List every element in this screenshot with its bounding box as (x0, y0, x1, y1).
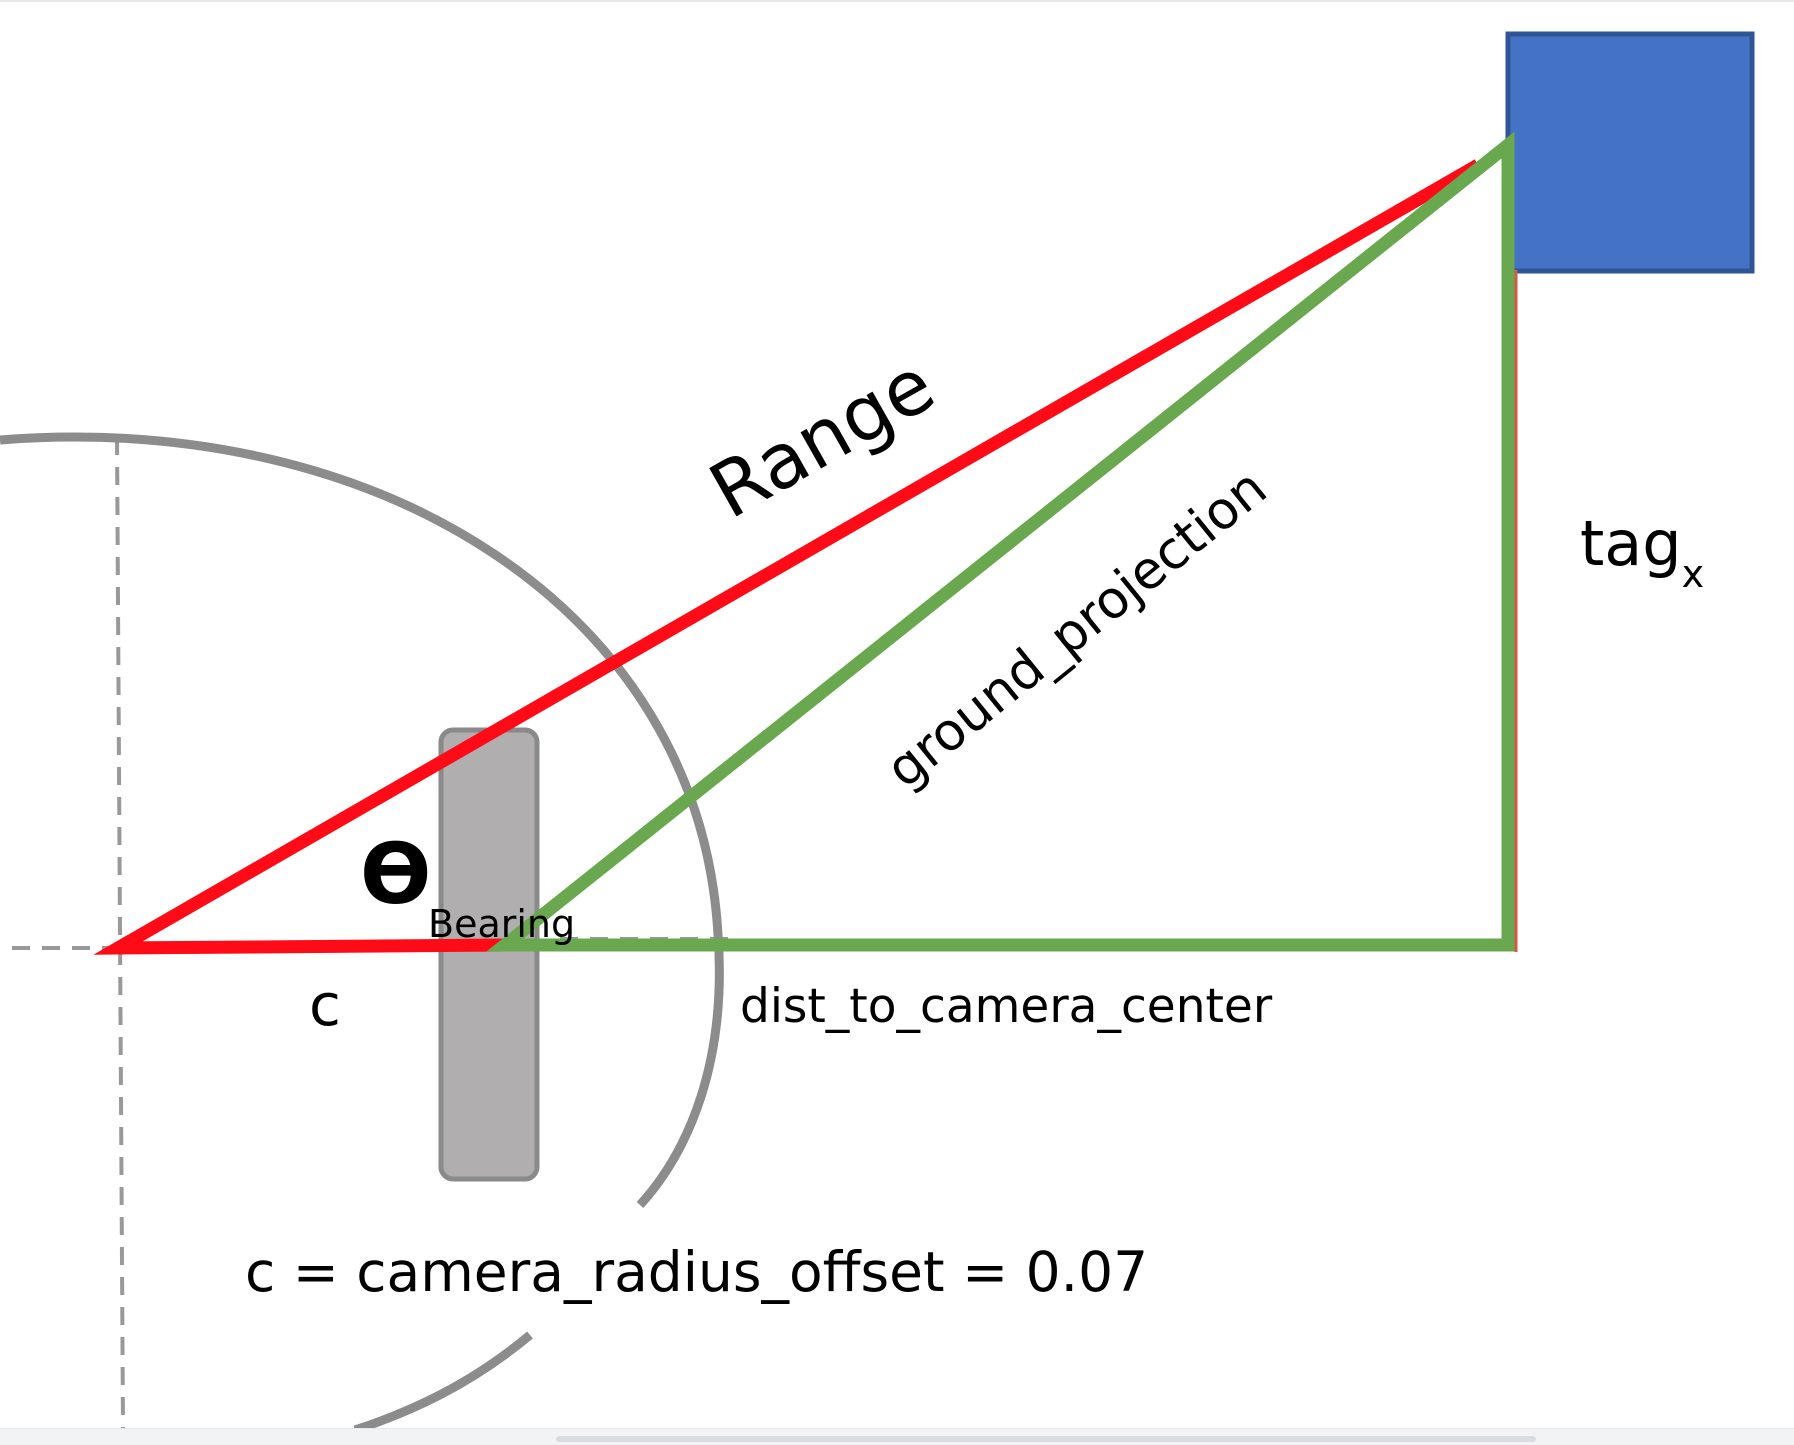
vertical-dashed-axis (115, 436, 125, 1429)
camera-radius-offset-equation: c = camera_radius_offset = 0.07 (245, 1240, 1148, 1304)
robot-circle-upper-arc (0, 432, 724, 1209)
top-edge (0, 0, 1794, 2)
robot-circle-lower-arc (353, 1331, 533, 1435)
range-triangle-red (93, 159, 1482, 955)
ground-projection-label: ground_projection (875, 458, 1278, 800)
tag-label-main: tag (1580, 507, 1682, 580)
tag-x-label: tagx (1580, 507, 1704, 596)
tag-box (1505, 31, 1755, 274)
theta-symbol: ϴ (360, 825, 431, 923)
dist-to-camera-center-label: dist_to_camera_center (740, 979, 1273, 1034)
bearing-label: Bearing (428, 902, 575, 946)
tag-label-subscript: x (1682, 552, 1705, 596)
ground-projection-triangle-green (486, 131, 1515, 952)
range-label: Range (695, 340, 948, 536)
horizontal-scrollbar-thumb[interactable] (556, 1436, 1536, 1442)
camera-body (438, 727, 540, 1182)
c-label: c (309, 971, 341, 1039)
